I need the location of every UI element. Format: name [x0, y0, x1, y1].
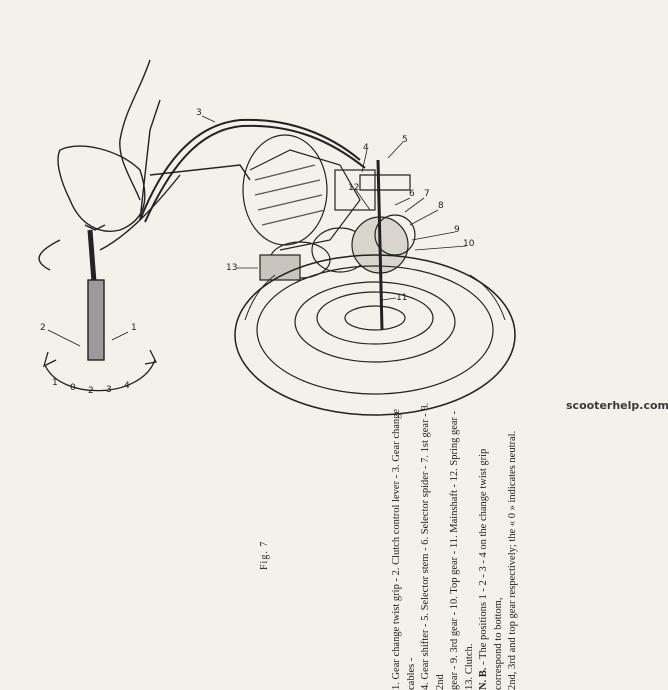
callout-13: 13 — [226, 263, 237, 273]
grip-rotation-arc — [42, 349, 157, 392]
grip-position-3: 3 — [106, 385, 112, 395]
gear-change-diagram: 1 0 2 3 4 — [38, 59, 516, 416]
callout-8: 8 — [438, 201, 444, 211]
legend-line-2: 4. Gear shifter - 5. Selector stem - 6. … — [420, 402, 446, 690]
note-line-1: N. B. - The positions 1 - 2 - 3 - 4 on t… — [477, 400, 506, 690]
callout-leaders — [47, 115, 467, 347]
manual-page: 1 0 2 3 4 — [38, 59, 668, 690]
site-watermark: scooterhelp.com — [566, 399, 668, 412]
gearbox-cluster — [259, 159, 416, 331]
callout-3: 3 — [196, 108, 202, 118]
note-prefix: N. B. — [478, 667, 489, 690]
figure-label: Fig. 7 — [259, 540, 270, 570]
handlebar-assembly — [38, 59, 251, 361]
callout-5: 5 — [402, 135, 408, 145]
callout-2: 2 — [40, 323, 46, 333]
callout-9: 9 — [454, 225, 460, 235]
legend-line-1: 1. Gear change twist grip - 2. Clutch co… — [391, 408, 417, 690]
grip-position-1: 1 — [52, 378, 58, 388]
grip-position-4: 4 — [124, 381, 130, 391]
callout-1: 1 — [131, 323, 137, 333]
callout-6: 6 — [409, 189, 415, 199]
callout-10: 10 — [463, 239, 475, 249]
gear-change-cables — [139, 118, 366, 223]
callout-12: 12 — [348, 183, 359, 193]
callout-4: 4 — [363, 143, 369, 153]
wheel-assembly — [234, 254, 516, 416]
figure-caption: Fig. 7 1. Gear change twist grip - 2. Cl… — [259, 400, 521, 690]
legend-line-3: gear - 9. 3rd gear - 10. Top gear - 11. … — [449, 410, 475, 690]
note-text-1: - The positions 1 - 2 - 3 - 4 on the cha… — [478, 448, 504, 690]
callout-7: 7 — [424, 189, 430, 199]
note-line-2: 2nd, 3rd and top gear respectively; the … — [507, 430, 518, 690]
grip-position-2: 2 — [88, 386, 94, 396]
callout-11: 11 — [396, 293, 407, 303]
grip-position-0: 0 — [70, 383, 76, 393]
